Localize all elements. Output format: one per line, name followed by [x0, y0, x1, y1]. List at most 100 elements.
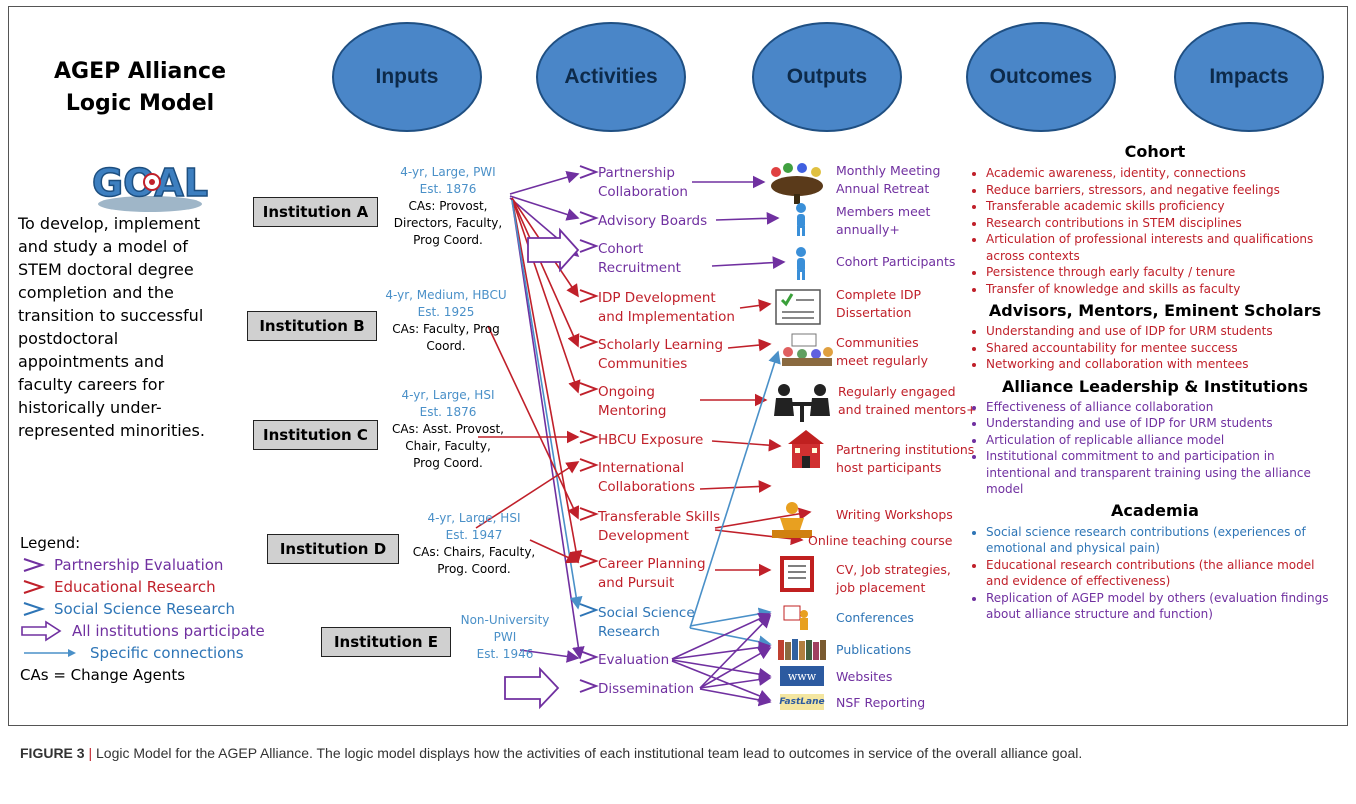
activity-line: International [598, 460, 685, 476]
hollow-block-arrow-icon [21, 620, 62, 642]
inst-est: Est. 1925 [417, 305, 475, 319]
inst-type: 4-yr, Large, PWI [400, 165, 496, 179]
impact-heading-academia: Academia [1111, 500, 1199, 520]
impact-item: Institutional commitment to and particip… [986, 448, 1340, 498]
person-icon [796, 203, 806, 236]
activity-line: Mentoring [598, 403, 667, 419]
legend-title: Legend: [20, 534, 81, 552]
inst-cas: Chair, Faculty, [405, 439, 491, 453]
institution-name: Institution D [279, 540, 387, 558]
output-line: Online teaching course [808, 533, 953, 548]
goal-line: To develop, implement [18, 214, 201, 233]
impact-heading-advisors: Advisors, Mentors, Eminent Scholars [988, 301, 1322, 320]
institution-c-desc: 4-yr, Large, HSI Est. 1876 CAs: Asst. Pr… [378, 387, 518, 472]
output-line: Monthly Meeting [836, 163, 941, 178]
red-chevron-icon [23, 580, 46, 594]
impact-item: Research contributions in STEM disciplin… [986, 215, 1340, 232]
activity-line: Cohort [598, 241, 644, 257]
goal-line: historically under- [18, 398, 162, 417]
inst-type: 4-yr, Large, HSI [427, 511, 521, 525]
activity-line: Scholarly Learning [598, 337, 724, 353]
impact-item: Shared accountability for mentee success [986, 340, 1340, 357]
school-house-icon [788, 430, 824, 468]
output-line: Cohort Participants [836, 254, 956, 269]
impact-item: Articulation of professional interests a… [986, 231, 1340, 264]
column-label: Activities [564, 65, 658, 88]
legend-cas: CAs = Change Agents [20, 666, 186, 684]
institution-name: Institution A [262, 203, 369, 221]
community-group-icon [782, 333, 833, 366]
legend-partnership: Partnership Evaluation [20, 554, 320, 576]
output-line: Writing Workshops [836, 507, 953, 522]
activity-line: Advisory Boards [598, 213, 708, 229]
legend-specific: Specific connections [20, 642, 320, 664]
activity-line: Research [598, 624, 660, 640]
impact-list-alliance: Effectiveness of alliance collaboration … [970, 399, 1340, 498]
inst-cas: Coord. [426, 339, 466, 353]
caption-separator: | [84, 745, 96, 761]
output-publications: Publications [836, 641, 911, 659]
caption-text: Logic Model for the AGEP Alliance. The l… [96, 745, 1083, 761]
publications-books-icon [778, 639, 826, 660]
impact-item: Articulation of replicable alliance mode… [986, 432, 1340, 449]
output-websites: Websites [836, 668, 892, 686]
figure-caption: FIGURE 3 | Logic Model for the AGEP Alli… [20, 742, 1340, 764]
inst-cas: CAs: Faculty, Prog [392, 322, 500, 336]
output-line: and trained mentors+ [838, 402, 977, 417]
inst-est: Est. 1876 [419, 405, 477, 419]
inst-cas: Prog. Coord. [437, 562, 511, 576]
person-icon [796, 247, 806, 280]
column-label: Outputs [786, 65, 868, 88]
inst-est: Est. 1876 [419, 182, 477, 196]
output-line: meet regularly [836, 353, 928, 368]
activity-hbcu-exposure: HBCU Exposure [598, 431, 703, 450]
output-line: CV, Job strategies, [836, 562, 951, 577]
activity-chevrons [579, 165, 599, 693]
checklist-icon [775, 289, 821, 325]
impact-item: Academic awareness, identity, connection… [986, 165, 1340, 182]
writing-workshop-icon [772, 502, 812, 538]
www-label: www [787, 669, 817, 683]
institution-name: Institution B [259, 317, 365, 335]
goal-line: postdoctoral [18, 329, 119, 348]
blue-chevron-icon [23, 602, 46, 616]
impact-item: Effectiveness of alliance collaboration [986, 399, 1340, 416]
output-conferences: Conferences [836, 609, 914, 627]
goal-line: STEM doctoral degree [18, 260, 194, 279]
inst-cas: Prog Coord. [413, 456, 483, 470]
inst-type: 4-yr, Large, HSI [401, 388, 495, 402]
impacts-panel: Cohort Academic awareness, identity, con… [970, 142, 1340, 623]
impact-list-advisors: Understanding and use of IDP for URM stu… [970, 323, 1340, 373]
activity-evaluation: Evaluation [598, 651, 669, 670]
impact-item: Persistence through early faculty / tenu… [986, 264, 1340, 281]
column-label: Outcomes [989, 65, 1093, 88]
inst-type: Non-University [460, 613, 550, 627]
output-line: job placement [836, 580, 926, 595]
legend: Legend: Partnership Evaluation Education… [20, 532, 320, 686]
impact-item: Reduce barriers, stressors, and negative… [986, 182, 1340, 199]
output-line: Communities [836, 335, 919, 350]
inst-cas: CAs: Provost, [408, 199, 488, 213]
column-inputs: Inputs [332, 22, 482, 132]
output-communities-meet: Communities meet regularly [836, 334, 928, 370]
output-line: Annual Retreat [836, 181, 930, 196]
institution-name: Institution C [263, 426, 368, 444]
output-line: Websites [836, 669, 893, 684]
thin-arrow-icon [24, 649, 76, 657]
activity-line: Recruitment [598, 260, 681, 276]
title-line-1: AGEP Alliance [53, 59, 226, 84]
activity-line: Communities [598, 356, 688, 372]
inst-est: Est. 1947 [445, 528, 503, 542]
goal-statement: To develop, implement and study a model … [18, 212, 248, 442]
legend-label: All institutions participate [72, 622, 265, 640]
impact-list-academia: Social science research contributions (e… [970, 524, 1340, 623]
title-line-2: Logic Model [65, 91, 215, 116]
institution-e-desc: Non-University PWI Est. 1946 [450, 612, 560, 663]
column-outcomes: Outcomes [966, 22, 1116, 132]
